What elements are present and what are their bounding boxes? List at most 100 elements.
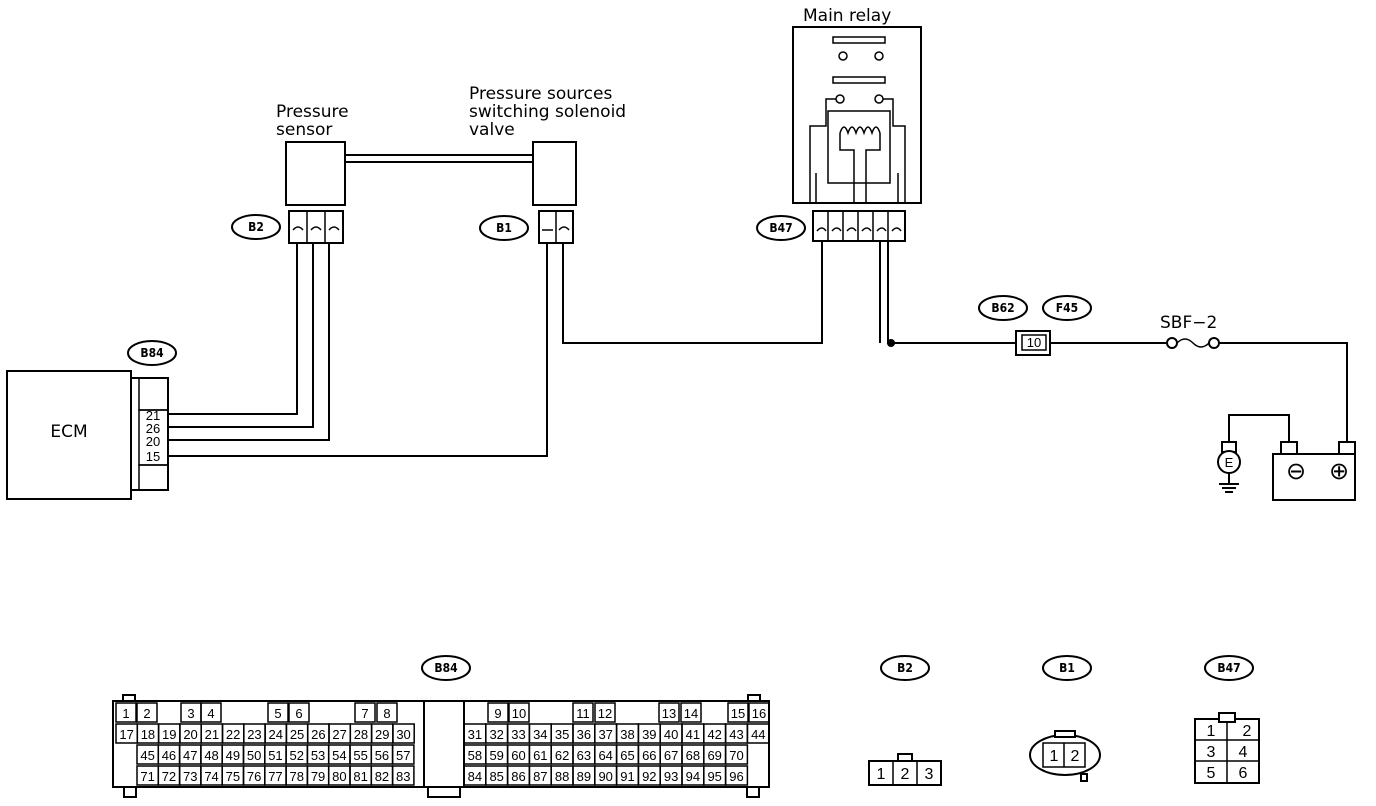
svg-text:B2: B2 (248, 220, 264, 234)
svg-text:B84: B84 (434, 661, 458, 675)
solenoid-valve (532, 141, 577, 244)
b62-connector: 10 (1015, 330, 1051, 356)
b84-pin-80: 80 (332, 769, 346, 784)
pressure-sensor (285, 141, 346, 244)
b47-pin-5: 5 (1207, 765, 1216, 782)
b84-pin-47: 47 (183, 748, 197, 763)
b84-pin-12: 12 (598, 706, 612, 721)
b84-pin-cell (136, 702, 158, 723)
b84-pin-36: 36 (577, 727, 591, 742)
b47-tag: B47 (756, 215, 806, 241)
b84-pin-92: 92 (642, 769, 656, 784)
b84-pin-4: 4 (207, 706, 214, 721)
b84-pin-96: 96 (729, 769, 743, 784)
main-relay (792, 26, 922, 242)
b84-pin-58: 58 (468, 748, 482, 763)
b84-pin-22: 22 (226, 727, 240, 742)
b84-pin-14: 14 (684, 706, 698, 721)
b84-pin-89: 89 (577, 769, 591, 784)
b84-pin-40: 40 (664, 727, 678, 742)
b84-pin-91: 91 (620, 769, 634, 784)
b84-pin-19: 19 (162, 727, 176, 742)
b84-pin-76: 76 (247, 769, 261, 784)
svg-text:B2: B2 (897, 661, 913, 675)
svg-text:B1: B1 (496, 221, 512, 235)
b84-pin-9: 9 (494, 706, 501, 721)
b84-pin-94: 94 (686, 769, 700, 784)
battery: ⊖ ⊕ (1272, 441, 1356, 501)
b84-pin-35: 35 (555, 727, 569, 742)
b84-pin-27: 27 (332, 727, 346, 742)
b84-pin-33: 33 (511, 727, 525, 742)
b84-tag-bottom: B84 (421, 655, 471, 681)
b84-pin-54: 54 (332, 748, 346, 763)
b84-pin-cell (392, 723, 415, 744)
b84-pin-28: 28 (354, 727, 368, 742)
b84-pin-30: 30 (396, 727, 410, 742)
b84-pin-66: 66 (642, 748, 656, 763)
b84-pin-53: 53 (311, 748, 325, 763)
b84-pin-cell (391, 744, 415, 765)
b84-pin-cell (658, 702, 680, 723)
b84-pin-69: 69 (707, 748, 721, 763)
solenoid-label-1: Pressure sources (469, 84, 612, 104)
b1-pin-2: 2 (1071, 748, 1080, 765)
b84-pin-cell (746, 723, 770, 744)
b84-pin-73: 73 (183, 769, 197, 784)
b2-tag-bottom: B2 (880, 655, 930, 681)
b84-pin-23: 23 (247, 727, 261, 742)
b84-pin-57: 57 (396, 748, 410, 763)
b84-pin-15: 15 (731, 706, 745, 721)
b84-pin-cell (508, 702, 530, 723)
b84-pin-cell (267, 702, 289, 723)
b1-face: 1 2 (1029, 730, 1101, 782)
b84-pin-42: 42 (707, 727, 721, 742)
battery-minus-icon: ⊖ (1286, 457, 1306, 485)
b84-pin-75: 75 (226, 769, 240, 784)
b84-pin-cell (724, 744, 749, 765)
b84-pin-90: 90 (598, 769, 612, 784)
b84-pin-82: 82 (375, 769, 389, 784)
b84-pin-cell (354, 702, 376, 723)
b84-tag-top: B84 (127, 340, 177, 366)
b84-pin-34: 34 (533, 727, 547, 742)
b47-pin-3: 3 (1207, 744, 1216, 761)
b84-pin-83: 83 (396, 769, 410, 784)
b84-pin-1: 1 (122, 706, 129, 721)
b84-pin-7: 7 (361, 706, 368, 721)
b84-pin-20: 20 (183, 727, 197, 742)
b84-pin-52: 52 (290, 748, 304, 763)
pressure-sensor-label-2: sensor (276, 120, 332, 140)
b47-face: 1 2 3 4 5 6 (1194, 712, 1260, 784)
b84-pin-77: 77 (268, 769, 282, 784)
svg-text:B47: B47 (769, 221, 792, 235)
b84-pin-11: 11 (576, 706, 590, 721)
svg-text:B47: B47 (1217, 661, 1240, 675)
b84-pin-cell (572, 702, 594, 723)
b84-pin-cell (594, 702, 616, 723)
b84-pin-6: 6 (295, 706, 302, 721)
ecm-pin-15: 15 (146, 449, 160, 464)
b84-pin-59: 59 (489, 748, 503, 763)
b84-pin-79: 79 (311, 769, 325, 784)
b84-pin-24: 24 (269, 727, 283, 742)
b84-pin-cell (376, 702, 398, 723)
svg-text:B62: B62 (991, 301, 1014, 315)
f45-tag: F45 (1042, 295, 1092, 321)
solenoid-label-3: valve (469, 120, 515, 140)
ground-label: E (1225, 455, 1234, 470)
b84-pin-45: 45 (140, 748, 154, 763)
svg-text:10: 10 (1027, 335, 1041, 350)
svg-text:F45: F45 (1056, 301, 1078, 315)
b84-pin-10: 10 (512, 706, 526, 721)
b47-pin-4: 4 (1239, 744, 1248, 761)
b84-pin-cell (727, 702, 749, 723)
battery-plus-icon: ⊕ (1329, 457, 1349, 485)
b84-pin-32: 32 (489, 727, 503, 742)
b84-pin-16: 16 (752, 706, 766, 721)
b2-pin-1: 1 (877, 766, 886, 783)
b84-pin-cell (115, 702, 137, 723)
b84-pin-85: 85 (489, 769, 503, 784)
b84-pin-39: 39 (642, 727, 656, 742)
